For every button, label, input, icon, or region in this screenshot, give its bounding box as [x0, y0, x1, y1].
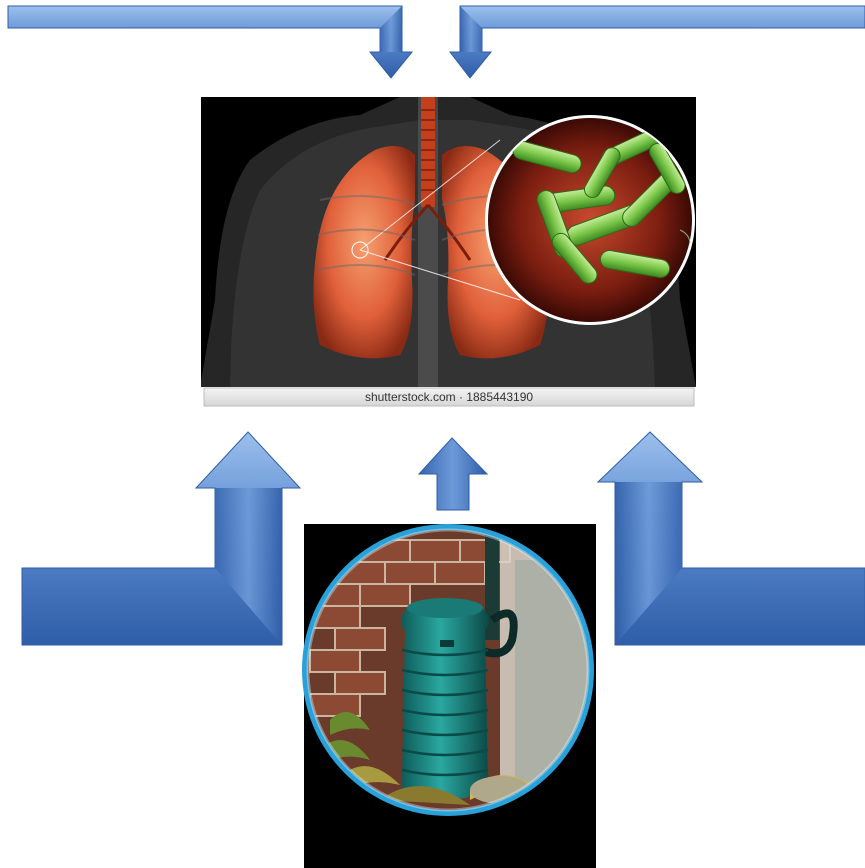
arrow-bottom-right	[598, 432, 865, 645]
arrow-bottom-left	[22, 432, 300, 645]
watermark-text: shutterstock.com · 1885443190	[365, 390, 533, 404]
bacteria-zoom-circle	[485, 115, 695, 325]
arrow-top-left	[8, 6, 412, 78]
lungs-bacteria-image: shutterstock.com · 1885443190	[200, 97, 696, 406]
arrow-top-right	[450, 6, 865, 78]
arrow-bottom-center	[419, 438, 487, 510]
water-butt	[401, 605, 489, 800]
water-butt-image	[300, 520, 600, 868]
